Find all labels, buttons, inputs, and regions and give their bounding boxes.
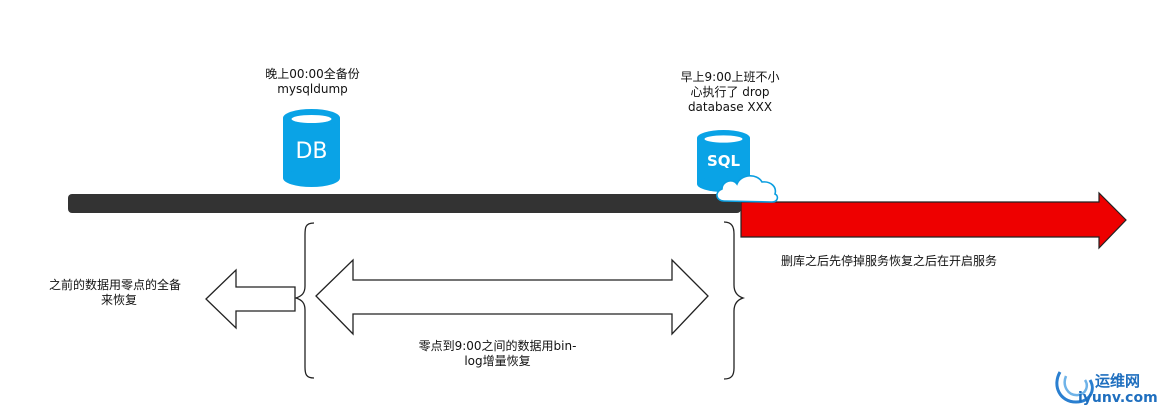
double-arrow [315, 258, 709, 336]
binlog-line-1: 零点到9:00之间的数据用bin- [418, 339, 577, 353]
db-icon [283, 109, 340, 187]
watermark-cn: 运维网 [1095, 372, 1141, 390]
right-brace [723, 221, 746, 380]
backup-title: 晚上00:00全备份 [265, 67, 360, 81]
sql-icon [697, 130, 750, 192]
full-backup-note: 之前的数据用零点的全备 来恢复 [49, 278, 209, 308]
watermark-en: iyunv.com [1078, 390, 1157, 406]
watermark-logo-icon [1055, 371, 1094, 404]
cloud-icon [716, 175, 779, 203]
red-arrow [740, 191, 1127, 250]
incident-line-3: database XXX [687, 100, 773, 114]
sql-icon-label: SQL [706, 152, 741, 170]
left-brace [293, 222, 315, 379]
backup-annotation: 晚上00:00全备份 mysqldump [230, 67, 395, 97]
db-icon-label: DB [295, 139, 328, 164]
full-backup-line-2: 来恢复 [101, 293, 138, 307]
restore-plan-text: 删库之后先停掉服务恢复之后在开启服务 [781, 254, 998, 268]
timeline-bar [68, 194, 741, 213]
binlog-note: 零点到9:00之间的数据用bin- log增量恢复 [390, 339, 605, 369]
incident-line-1: 早上9:00上班不小 [680, 70, 780, 84]
binlog-line-2: log增量恢复 [464, 354, 531, 368]
left-arrow [205, 268, 296, 330]
backup-tool: mysqldump [277, 82, 348, 96]
full-backup-line-1: 之前的数据用零点的全备 [49, 278, 182, 292]
incident-line-2: 心执行了 drop [690, 85, 770, 99]
incident-annotation: 早上9:00上班不小 心执行了 drop database XXX [650, 70, 810, 115]
